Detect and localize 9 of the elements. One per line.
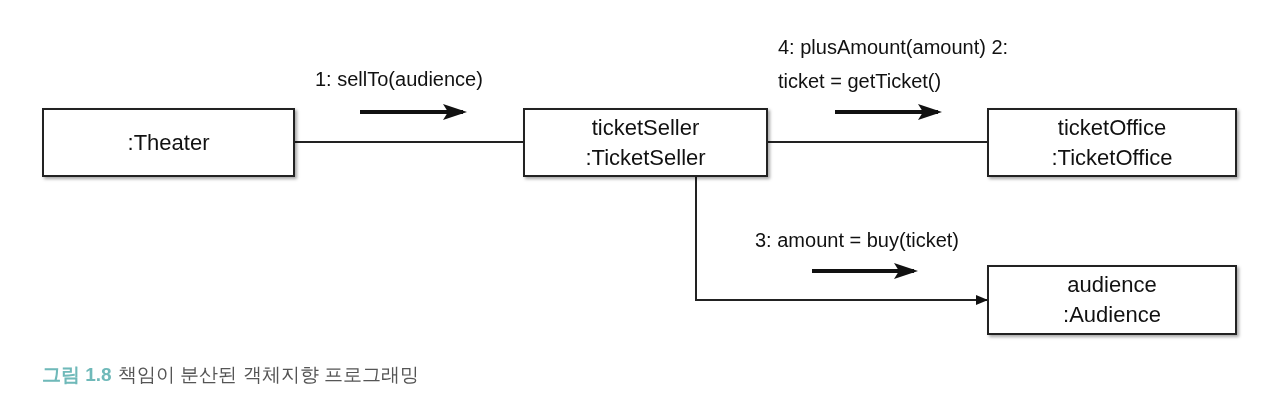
connector-line: [294, 141, 524, 143]
connector-line: [695, 176, 988, 305]
object-box: ticketOffice :TicketOffice: [987, 108, 1237, 177]
connector-line: [767, 141, 988, 143]
object-box: audience :Audience: [987, 265, 1237, 335]
object-box: :Theater: [42, 108, 295, 177]
figure-caption: 책임이 분산된 객체지향 프로그래밍: [118, 363, 419, 387]
figure-number: 그림 1.8: [42, 363, 112, 387]
object-box: ticketSeller :TicketSeller: [523, 108, 768, 177]
